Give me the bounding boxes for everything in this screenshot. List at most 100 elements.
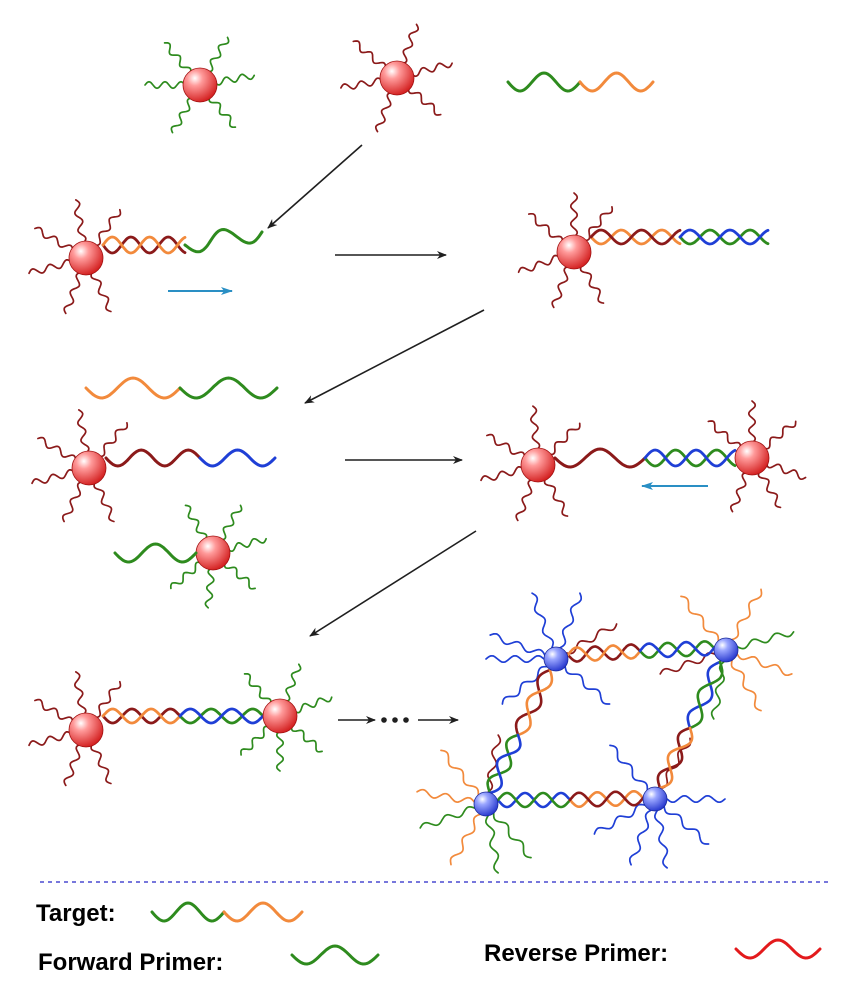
primer-arm: [275, 730, 285, 772]
primer-arm: [501, 665, 548, 705]
duplex-strand: [643, 448, 737, 468]
duplex-strand: [568, 790, 645, 808]
ellipsis-dot: [381, 717, 387, 723]
target-strand-segment: [578, 71, 655, 93]
primer-arm: [680, 595, 720, 642]
legend-reverse-label: Reverse Primer:: [484, 940, 668, 967]
primer-arm: [74, 671, 87, 717]
target-strand-segment: [150, 901, 226, 923]
target-strand-segment: [84, 376, 182, 400]
step-2-annealing: [28, 192, 770, 315]
primer-arm: [144, 80, 186, 90]
extended-strand-segment: [104, 448, 202, 468]
primer-arm: [489, 632, 546, 656]
extended-strand-segment: [553, 447, 647, 469]
blue-gold-nanoparticle-icon: [713, 637, 739, 663]
primer-arm: [28, 259, 73, 275]
primer-arm: [485, 814, 500, 874]
duplex-strand: [178, 707, 265, 725]
red-gold-nanoparticle-icon: [195, 535, 231, 571]
target-strand-icon: [150, 901, 304, 923]
primer-arm: [184, 504, 208, 541]
process-arrows: [168, 144, 708, 724]
red-gold-nanoparticle-icon: [734, 440, 770, 476]
primer-arm: [765, 462, 807, 481]
duplex-strand: [516, 668, 554, 737]
duplex-strand: [656, 726, 692, 790]
red-gold-nanoparticle-icon: [182, 67, 218, 103]
duplex-strand: [101, 235, 187, 255]
primer-arm: [240, 725, 271, 756]
primer-arm: [416, 788, 476, 803]
target-strand-segment: [178, 376, 279, 400]
primer-arm: [204, 567, 215, 609]
primer-arm: [731, 588, 763, 641]
duplex-strand: [658, 726, 694, 790]
primer-arm: [226, 537, 267, 553]
primer-arm: [340, 77, 384, 90]
red-gold-nanoparticle-icon: [68, 712, 104, 748]
primer-arm: [243, 672, 272, 706]
primer-arm: [284, 663, 302, 703]
primer-arm: [710, 660, 725, 720]
legend-target-label: Target:: [36, 900, 116, 927]
primer-arm: [730, 659, 762, 712]
blue-gold-nanoparticle-icon: [642, 786, 668, 812]
legend-forward-label: Forward Primer:: [38, 949, 223, 976]
reverse-primer-strand: [734, 938, 822, 960]
primer-arm: [663, 805, 710, 845]
target-strand-segment: [222, 901, 304, 923]
primer-arm: [564, 665, 611, 705]
duplex-strand: [638, 640, 716, 659]
duplex-strand: [686, 660, 722, 730]
duplex-strand: [566, 644, 642, 662]
primer-arm: [559, 592, 583, 649]
primer-arm: [628, 809, 652, 866]
primer-arm: [419, 805, 476, 829]
primer-arm: [582, 205, 614, 242]
duplex-strand: [589, 228, 682, 246]
target-strand-segment: [506, 71, 582, 93]
primer-arm: [63, 743, 82, 787]
primer-arm: [547, 422, 581, 456]
arrow-step2-to-step3: [304, 309, 485, 404]
duplex-strand: [496, 791, 572, 809]
primer-arm: [736, 653, 793, 677]
primer-arm: [480, 466, 525, 482]
primer-arm: [74, 199, 87, 245]
duplex-strand: [678, 228, 770, 246]
duplex-strand: [678, 228, 770, 246]
primer-arm: [707, 420, 742, 450]
primer-arm: [593, 803, 646, 835]
red-gold-nanoparticle-icon: [556, 234, 592, 270]
primer-arm: [93, 208, 122, 247]
duplex-strand: [688, 660, 724, 730]
primer-arm: [543, 477, 569, 517]
primer-arm: [531, 592, 555, 649]
primer-arm: [77, 409, 90, 455]
primer-arm: [401, 23, 420, 65]
primer-arm: [93, 680, 122, 719]
primer-arm: [169, 561, 203, 590]
step-3-denatured-strands: [31, 376, 807, 609]
duplex-strand: [486, 733, 520, 795]
reverse-primer-icon: [734, 938, 822, 960]
primer-arm: [449, 813, 481, 866]
primer-arm: [352, 40, 387, 70]
primer-arm: [410, 62, 453, 78]
red-gold-nanoparticle-icon: [520, 447, 556, 483]
primer-arm: [747, 400, 757, 444]
primer-arm: [654, 809, 669, 869]
blue-gold-nanoparticle-icon: [543, 646, 569, 672]
step-1-reactants: [144, 23, 655, 134]
red-gold-nanoparticle-icon: [68, 240, 104, 276]
primer-arm: [170, 97, 194, 134]
primer-arm: [63, 271, 82, 315]
primer-arm: [206, 36, 230, 73]
primer-arm: [223, 561, 256, 590]
primer-arm: [529, 405, 541, 451]
arrow-step3-to-step4: [309, 530, 477, 637]
primer-arm: [208, 95, 237, 129]
legend: Target: Forward Primer: Reverse Primer:: [36, 900, 822, 976]
